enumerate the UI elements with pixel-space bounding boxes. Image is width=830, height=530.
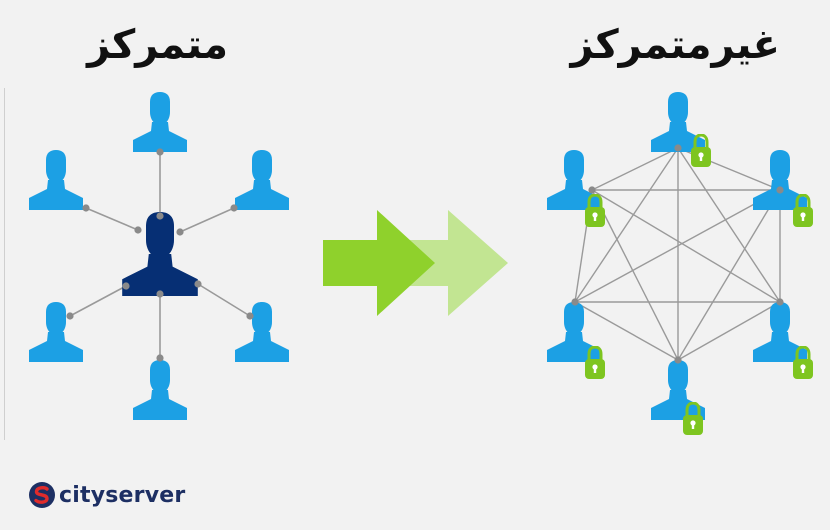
network-diagram <box>29 92 814 436</box>
cityserver-logo-icon <box>29 482 55 508</box>
user-icon-bottom <box>133 360 187 420</box>
user-icon-peer-bottom <box>651 360 705 420</box>
user-icon-peer-bottomright <box>753 302 807 362</box>
user-icon-peer-topleft <box>547 150 601 210</box>
user-icon-peer-top <box>651 92 705 152</box>
user-icon-topright <box>235 150 289 210</box>
user-icon-bottomleft <box>29 302 83 362</box>
user-icon-topleft <box>29 150 83 210</box>
arrow-right-icon-back <box>408 210 508 316</box>
centralized-node-dots <box>66 148 254 362</box>
centralized-links <box>69 152 251 358</box>
left-divider-line <box>4 88 5 440</box>
link-center-bottomright <box>197 283 251 317</box>
cityserver-logo[interactable]: cityserver <box>28 478 185 512</box>
decentralized-mesh-links <box>574 147 781 361</box>
user-icon-peer-bottomleft <box>547 302 601 362</box>
central-server-user-icon <box>122 212 198 296</box>
arrow-right-icon-front <box>323 210 435 316</box>
link-center-bottomleft <box>69 285 127 317</box>
logo-text: cityserver <box>59 482 186 508</box>
user-icon-peer-topright <box>753 150 807 210</box>
decentralized-title: غیرمتمرکز <box>570 22 780 68</box>
user-icon-top <box>133 92 187 152</box>
centralized-title: متمرکز <box>87 22 228 68</box>
decentralized-node-dots <box>571 144 784 364</box>
link-center-topright <box>179 207 235 233</box>
link-center-topleft <box>85 207 139 231</box>
